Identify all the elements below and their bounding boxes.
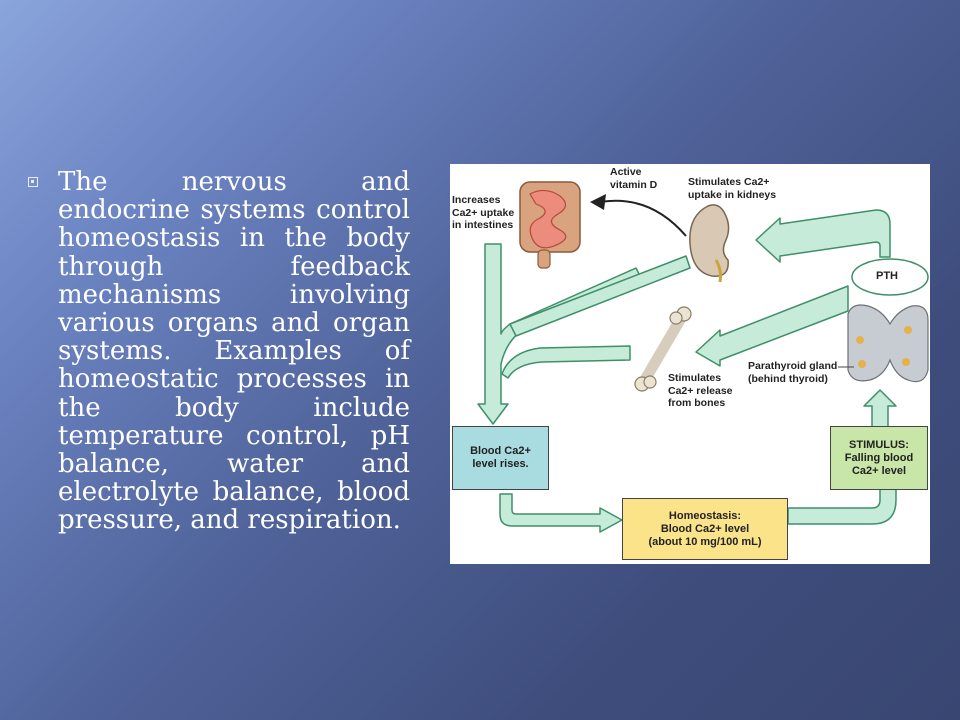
vitamin-label-line-2: vitamin D (610, 178, 658, 191)
homeostasis-line-1: Homeostasis: (668, 509, 742, 522)
thyroid-illustration (838, 304, 929, 383)
stimulus-line-3: Ca2+ level (851, 464, 907, 477)
bone-label-line-3: from bones (668, 397, 726, 409)
blood-rise-line-1: Blood Ca2+ (470, 445, 531, 457)
blood-rise-box: Blood Ca2+ level rises. (452, 426, 549, 490)
bone-illustration (634, 306, 692, 392)
kidney-label-line-2: uptake in kidneys (688, 188, 777, 201)
diagram-drawing (477, 181, 929, 533)
pth-to-kidney-arrow (755, 209, 891, 263)
vitamin-d-arrow (599, 199, 687, 237)
homeostasis-line-3: (about 10 mg/100 mL) (648, 535, 762, 548)
vitamin-label-line-1: Active (610, 166, 642, 178)
intestine-label-line-1: Increases (452, 194, 501, 206)
pth-to-bone-arrow (695, 285, 849, 367)
blood-rise-line-2: level rises. (472, 458, 529, 470)
bone-label: Stimulates Ca2+ release from bones (668, 372, 733, 410)
pth-ellipse (851, 258, 929, 296)
bone-label-line-2: Ca2+ release (668, 384, 733, 397)
intestine-down-arrow (477, 243, 641, 425)
blood-to-homeostasis-arrow (499, 493, 623, 533)
kidney-feed-arrow (509, 255, 691, 337)
stimulus-box: STIMULUS: Falling blood Ca2+ level (830, 426, 928, 490)
bullet-item: The nervous and endocrine systems contro… (28, 168, 410, 535)
intestine-label: Increases Ca2+ uptake in intestines (452, 194, 514, 232)
vitamin-d-label: Active vitamin D (610, 166, 657, 191)
bone-feed-arrow (501, 345, 631, 379)
calcium-homeostasis-diagram: Increases Ca2+ uptake in intestines Acti… (450, 164, 930, 564)
stimulus-line-1: STIMULUS: (849, 438, 909, 451)
bullet-text: The nervous and endocrine systems contro… (58, 167, 410, 536)
intestines-illustration (519, 181, 581, 269)
pth-label: PTH (876, 270, 898, 282)
intestine-label-line-2: Ca2+ uptake (452, 206, 515, 219)
stimulus-up-arrow (863, 389, 897, 429)
bone-label-line-1: Stimulates (668, 372, 722, 384)
parathyroid-label-line-2: (behind thyroid) (748, 372, 828, 385)
homeostasis-box: Homeostasis: Blood Ca2+ level (about 10 … (622, 498, 788, 560)
kidney-illustration (689, 204, 730, 283)
parathyroid-label: Parathyroid gland (behind thyroid) (748, 360, 837, 385)
homeostasis-line-2: Blood Ca2+ level (660, 522, 750, 535)
kidney-label: Stimulates Ca2+ uptake in kidneys (688, 176, 776, 201)
kidney-label-line-1: Stimulates Ca2+ (688, 176, 770, 188)
parathyroid-label-line-1: Parathyroid gland (748, 360, 838, 372)
stimulus-line-2: Falling blood (844, 451, 914, 464)
square-bullet-icon (28, 177, 38, 187)
intestine-label-line-3: in intestines (452, 219, 514, 231)
